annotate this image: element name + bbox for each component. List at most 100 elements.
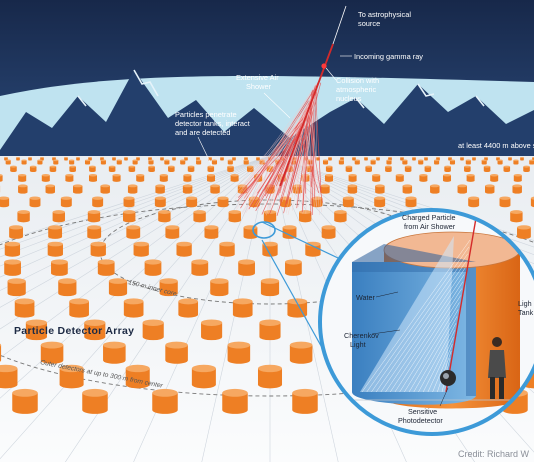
detector-tank bbox=[481, 159, 487, 165]
mountain-range bbox=[0, 70, 534, 158]
detector-tank bbox=[92, 196, 104, 208]
detector-tank bbox=[84, 159, 91, 165]
detector-tank bbox=[412, 156, 416, 161]
detector-tank bbox=[345, 165, 353, 173]
detector-tank bbox=[449, 159, 456, 165]
detector-tank bbox=[395, 174, 404, 182]
detector-tank bbox=[180, 159, 186, 165]
detector-tank bbox=[128, 165, 136, 173]
charged-particle-label-1: Charged Particle bbox=[402, 213, 456, 222]
detector-tank bbox=[342, 196, 354, 208]
cherenkov-label-2: Light bbox=[350, 340, 366, 349]
detector-tank bbox=[132, 159, 138, 165]
credit-text: Credit: Richard W bbox=[458, 449, 530, 459]
detector-tank bbox=[0, 196, 10, 208]
detector-tank bbox=[402, 184, 413, 194]
detector-tank bbox=[178, 298, 199, 318]
collision-label-3: nucleus bbox=[336, 94, 362, 103]
air-shower-label-1: Extensive Air bbox=[236, 73, 279, 82]
detector-tank bbox=[457, 184, 467, 194]
outer-ring bbox=[0, 203, 534, 397]
detector-tank bbox=[148, 159, 154, 165]
detector-tank bbox=[124, 156, 128, 161]
detector-tank bbox=[49, 165, 57, 173]
detector-tank bbox=[228, 210, 241, 223]
photodetector-label-1: Sensitive bbox=[408, 407, 437, 416]
detector-tank bbox=[285, 259, 302, 276]
detector-tank bbox=[520, 156, 524, 161]
detector-tank bbox=[338, 159, 344, 165]
detector-tank bbox=[372, 174, 381, 182]
detector-tank bbox=[17, 210, 30, 223]
detector-tank bbox=[386, 159, 392, 165]
detector-tanks bbox=[0, 156, 534, 414]
detector-tank bbox=[69, 298, 89, 318]
detector-tank bbox=[112, 174, 121, 182]
detector-tank bbox=[376, 156, 380, 161]
detector-tank bbox=[126, 225, 141, 239]
detector-tank bbox=[193, 210, 206, 223]
detector-tank bbox=[37, 159, 43, 165]
detector-tank bbox=[82, 388, 108, 414]
detector-tank bbox=[53, 159, 59, 165]
detector-tank bbox=[127, 184, 138, 194]
detector-tank bbox=[65, 174, 74, 182]
detector-tank bbox=[508, 156, 512, 161]
leader-penetrate bbox=[197, 136, 213, 167]
detector-tank bbox=[374, 196, 386, 208]
detector-tank bbox=[183, 174, 192, 182]
detector-tank bbox=[490, 174, 499, 182]
detector-tank bbox=[402, 159, 408, 165]
penetrate-label-3: and are detected bbox=[175, 128, 230, 137]
detector-tank bbox=[40, 341, 64, 364]
detector-tank bbox=[472, 156, 476, 161]
detector-tank bbox=[165, 225, 180, 239]
detector-tank bbox=[168, 165, 175, 173]
detector-tank bbox=[100, 184, 110, 194]
detector-tank bbox=[210, 184, 220, 194]
detector-tank bbox=[5, 159, 11, 165]
collision-label-1: Collision with bbox=[336, 76, 379, 85]
detector-tank bbox=[230, 174, 239, 182]
detector-tank bbox=[18, 174, 27, 182]
detector-tank bbox=[136, 156, 140, 161]
detector-tank bbox=[158, 210, 171, 223]
photodetector-label-2: Photodetector bbox=[398, 416, 443, 425]
detector-tank bbox=[60, 196, 72, 208]
detector-tank bbox=[364, 156, 368, 161]
detector-tank bbox=[51, 259, 68, 276]
detector-tank bbox=[324, 174, 334, 182]
detector-tank bbox=[148, 165, 155, 173]
detector-tank bbox=[217, 196, 229, 208]
detector-tank bbox=[123, 298, 144, 318]
detector-tank bbox=[483, 165, 491, 173]
detector-tank bbox=[292, 388, 318, 414]
zoom-source-ring bbox=[252, 221, 276, 239]
detector-tank bbox=[513, 159, 519, 165]
detector-tank bbox=[299, 210, 312, 223]
leader-collision bbox=[325, 67, 337, 81]
detector-tank bbox=[222, 388, 248, 414]
detector-tank bbox=[21, 159, 27, 165]
penetrate-label-1: Particles penetrate bbox=[175, 110, 237, 119]
detector-tank bbox=[434, 159, 440, 165]
detector-tank bbox=[69, 165, 76, 173]
detector-tank bbox=[164, 159, 170, 165]
detector-tank bbox=[14, 298, 35, 318]
detector-tank bbox=[465, 159, 471, 165]
detector-tank bbox=[227, 165, 234, 173]
detector-tank bbox=[220, 156, 224, 161]
detector-tank bbox=[210, 278, 229, 297]
detector-tank bbox=[88, 174, 98, 182]
detector-tank bbox=[424, 165, 432, 173]
cherenkov-rays bbox=[361, 239, 471, 393]
detector-tank bbox=[257, 364, 283, 389]
detector-tank bbox=[191, 259, 209, 276]
detector-tank bbox=[370, 159, 376, 165]
detector-tank bbox=[442, 174, 452, 182]
detector-tank bbox=[136, 174, 145, 182]
detector-tank bbox=[243, 159, 249, 165]
penetrate-label-2: detector tanks, interact bbox=[175, 119, 250, 128]
